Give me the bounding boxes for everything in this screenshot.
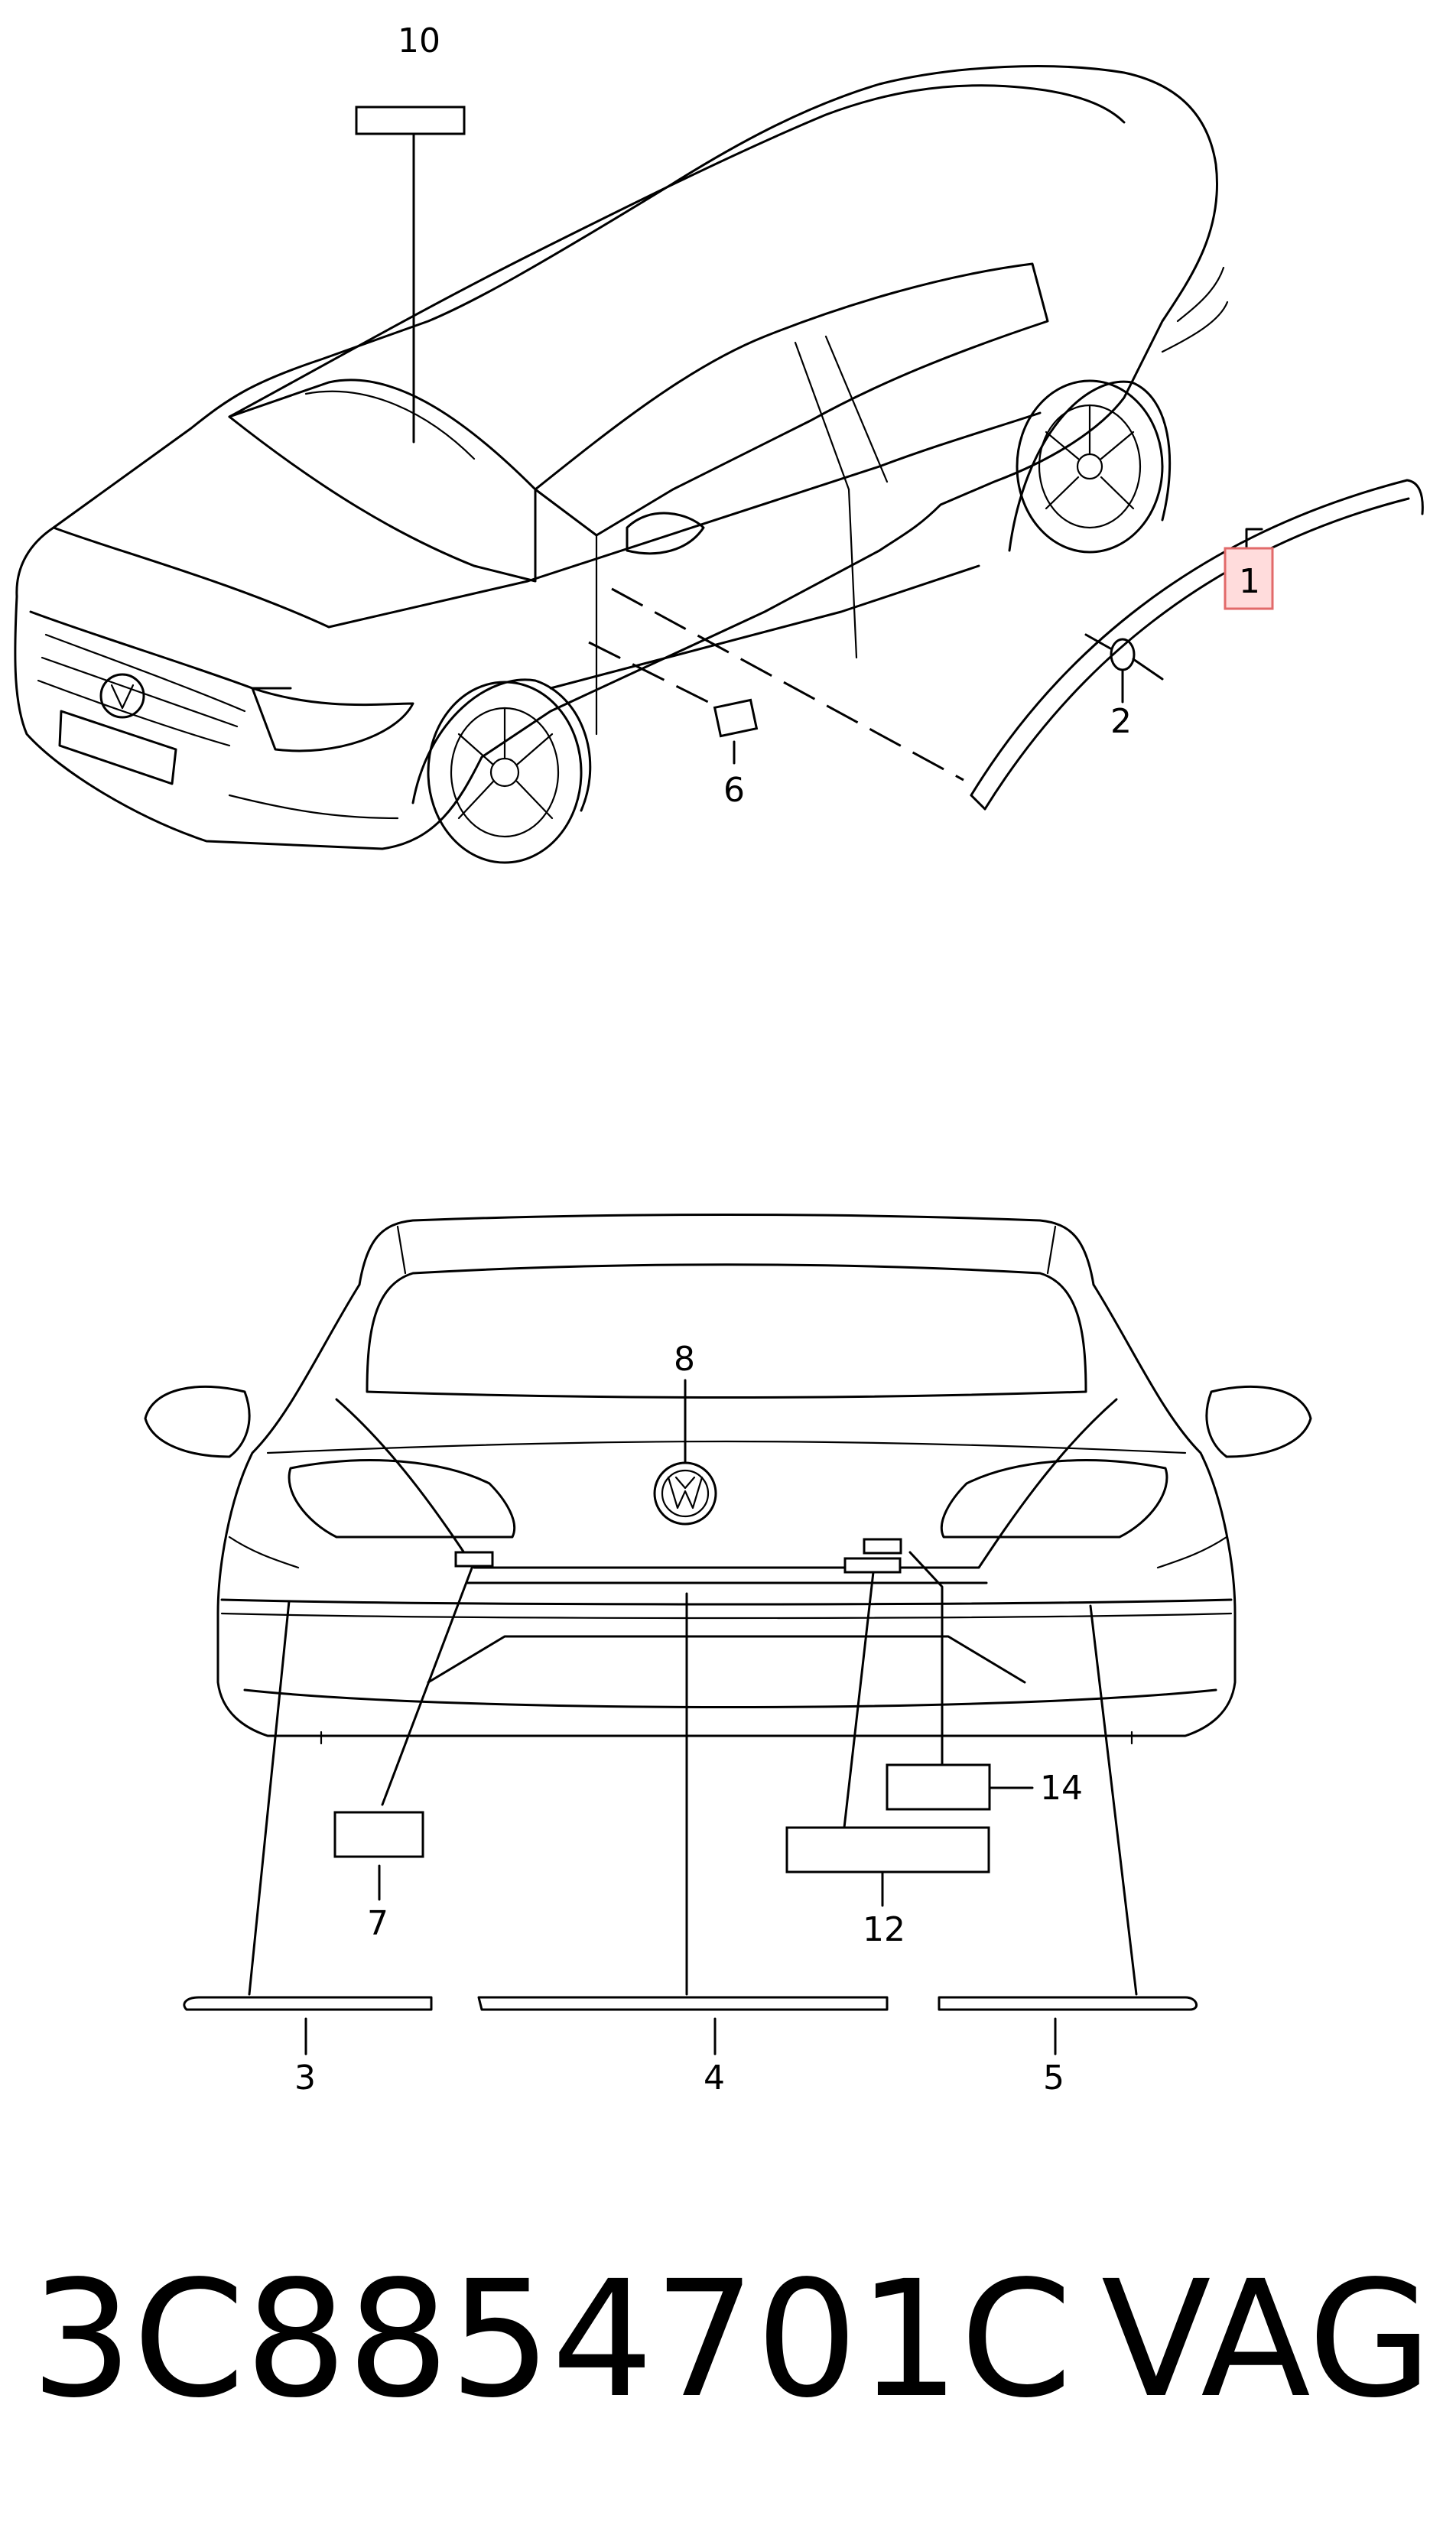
part-number: 3C8854701C	[31, 2246, 1073, 2433]
car-front-side-view	[14, 65, 1229, 864]
callout-1: 1	[1239, 562, 1260, 601]
part-2-clip	[1084, 633, 1164, 681]
leader-5-upper	[1089, 1604, 1138, 1996]
part-6-label-box	[713, 698, 759, 738]
callout-4: 4	[704, 2059, 725, 2098]
callout-12: 12	[863, 1910, 905, 1949]
callout-6: 6	[723, 771, 745, 810]
part-10-callout-box	[355, 106, 466, 135]
dashed-line-6	[588, 641, 727, 713]
part-4-strip	[477, 1996, 889, 2011]
callout-7: 7	[367, 1904, 388, 1943]
car-rear-view	[144, 1214, 1312, 1745]
badge-right-bottom	[843, 1557, 902, 1574]
brand-name: VAG	[1101, 2246, 1432, 2433]
badge-left	[454, 1551, 494, 1568]
part-1-trim-strip	[970, 479, 1424, 811]
badge-right-top	[863, 1538, 902, 1555]
callout-10: 10	[398, 21, 440, 60]
leader-12-upper	[843, 1571, 875, 1829]
leader-1	[1245, 528, 1263, 548]
callout-2: 2	[1110, 702, 1132, 741]
part-7-callout-box	[333, 1811, 424, 1858]
leader-14-upper	[908, 1551, 944, 1766]
part-14-callout-box	[886, 1763, 991, 1811]
callout-8: 8	[674, 1340, 695, 1379]
leader-3-upper	[248, 1600, 291, 1996]
leader-7-upper	[381, 1565, 474, 1806]
part-5-strip	[938, 1996, 1198, 2011]
callout-3: 3	[294, 2059, 316, 2098]
callout-14: 14	[1040, 1769, 1083, 1808]
dashed-line-1	[611, 587, 964, 782]
callout-5: 5	[1043, 2059, 1064, 2098]
part-1-callout-box-highlighted	[1224, 547, 1274, 610]
part-3-strip	[183, 1996, 433, 2011]
part-12-callout-box	[785, 1826, 990, 1873]
